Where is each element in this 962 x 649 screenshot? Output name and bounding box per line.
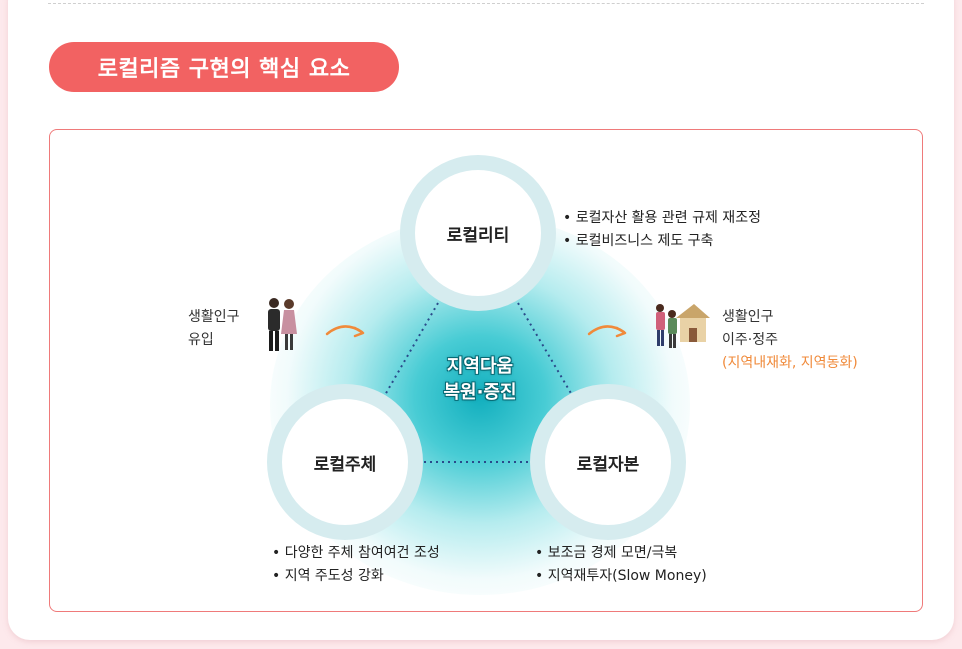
bullet-item: • 지역재투자(Slow Money) xyxy=(535,568,707,584)
bullets-top: • 로컬자산 활용 관련 규제 재조정 • 로컬비즈니스 제도 구축 xyxy=(563,207,761,253)
bullet-item: • 지역 주도성 강화 xyxy=(272,568,384,584)
arrow-right-icon xyxy=(587,325,627,338)
settle-note: (지역내재화, 지역동화) xyxy=(722,355,858,371)
settle-line1: 생활인구 xyxy=(722,309,774,325)
settle-text: 생활인구 이주·정주 (지역내재화, 지역동화) xyxy=(722,306,858,375)
center-label-line1: 지역다움 xyxy=(446,356,514,377)
house-family-icon xyxy=(656,304,710,348)
center-label-line2: 복원·증진 xyxy=(443,382,517,403)
node-local-agent-label: 로컬주체 xyxy=(313,454,377,475)
inflow-line2: 유입 xyxy=(188,332,214,348)
arrow-right-icon xyxy=(325,325,365,338)
bullet-item: • 다양한 주체 참여여건 조성 xyxy=(272,545,440,561)
section-title: 로컬리즘 구현의 핵심 요소 xyxy=(49,42,399,92)
node-local-capital: 로컬자본 xyxy=(530,384,686,540)
node-locality-label: 로컬리티 xyxy=(446,225,510,246)
divider xyxy=(48,3,924,4)
center-label: 지역다움 복원·증진 xyxy=(405,354,555,406)
bullets-right: • 보조금 경제 모면/극복 • 지역재투자(Slow Money) xyxy=(535,542,707,588)
node-local-capital-label: 로컬자본 xyxy=(576,454,640,475)
inflow-text: 생활인구 유입 xyxy=(188,306,240,352)
settle-line2: 이주·정주 xyxy=(722,332,778,348)
bullet-item: • 보조금 경제 모면/극복 xyxy=(535,545,678,561)
bullet-item: • 로컬비즈니스 제도 구축 xyxy=(563,233,714,249)
bullets-left: • 다양한 주체 참여여건 조성 • 지역 주도성 강화 xyxy=(272,542,440,588)
people-icon xyxy=(268,298,297,351)
node-locality: 로컬리티 xyxy=(400,155,556,311)
node-local-agent: 로컬주체 xyxy=(267,384,423,540)
bullet-item: • 로컬자산 활용 관련 규제 재조정 xyxy=(563,210,761,226)
inflow-line1: 생활인구 xyxy=(188,309,240,325)
